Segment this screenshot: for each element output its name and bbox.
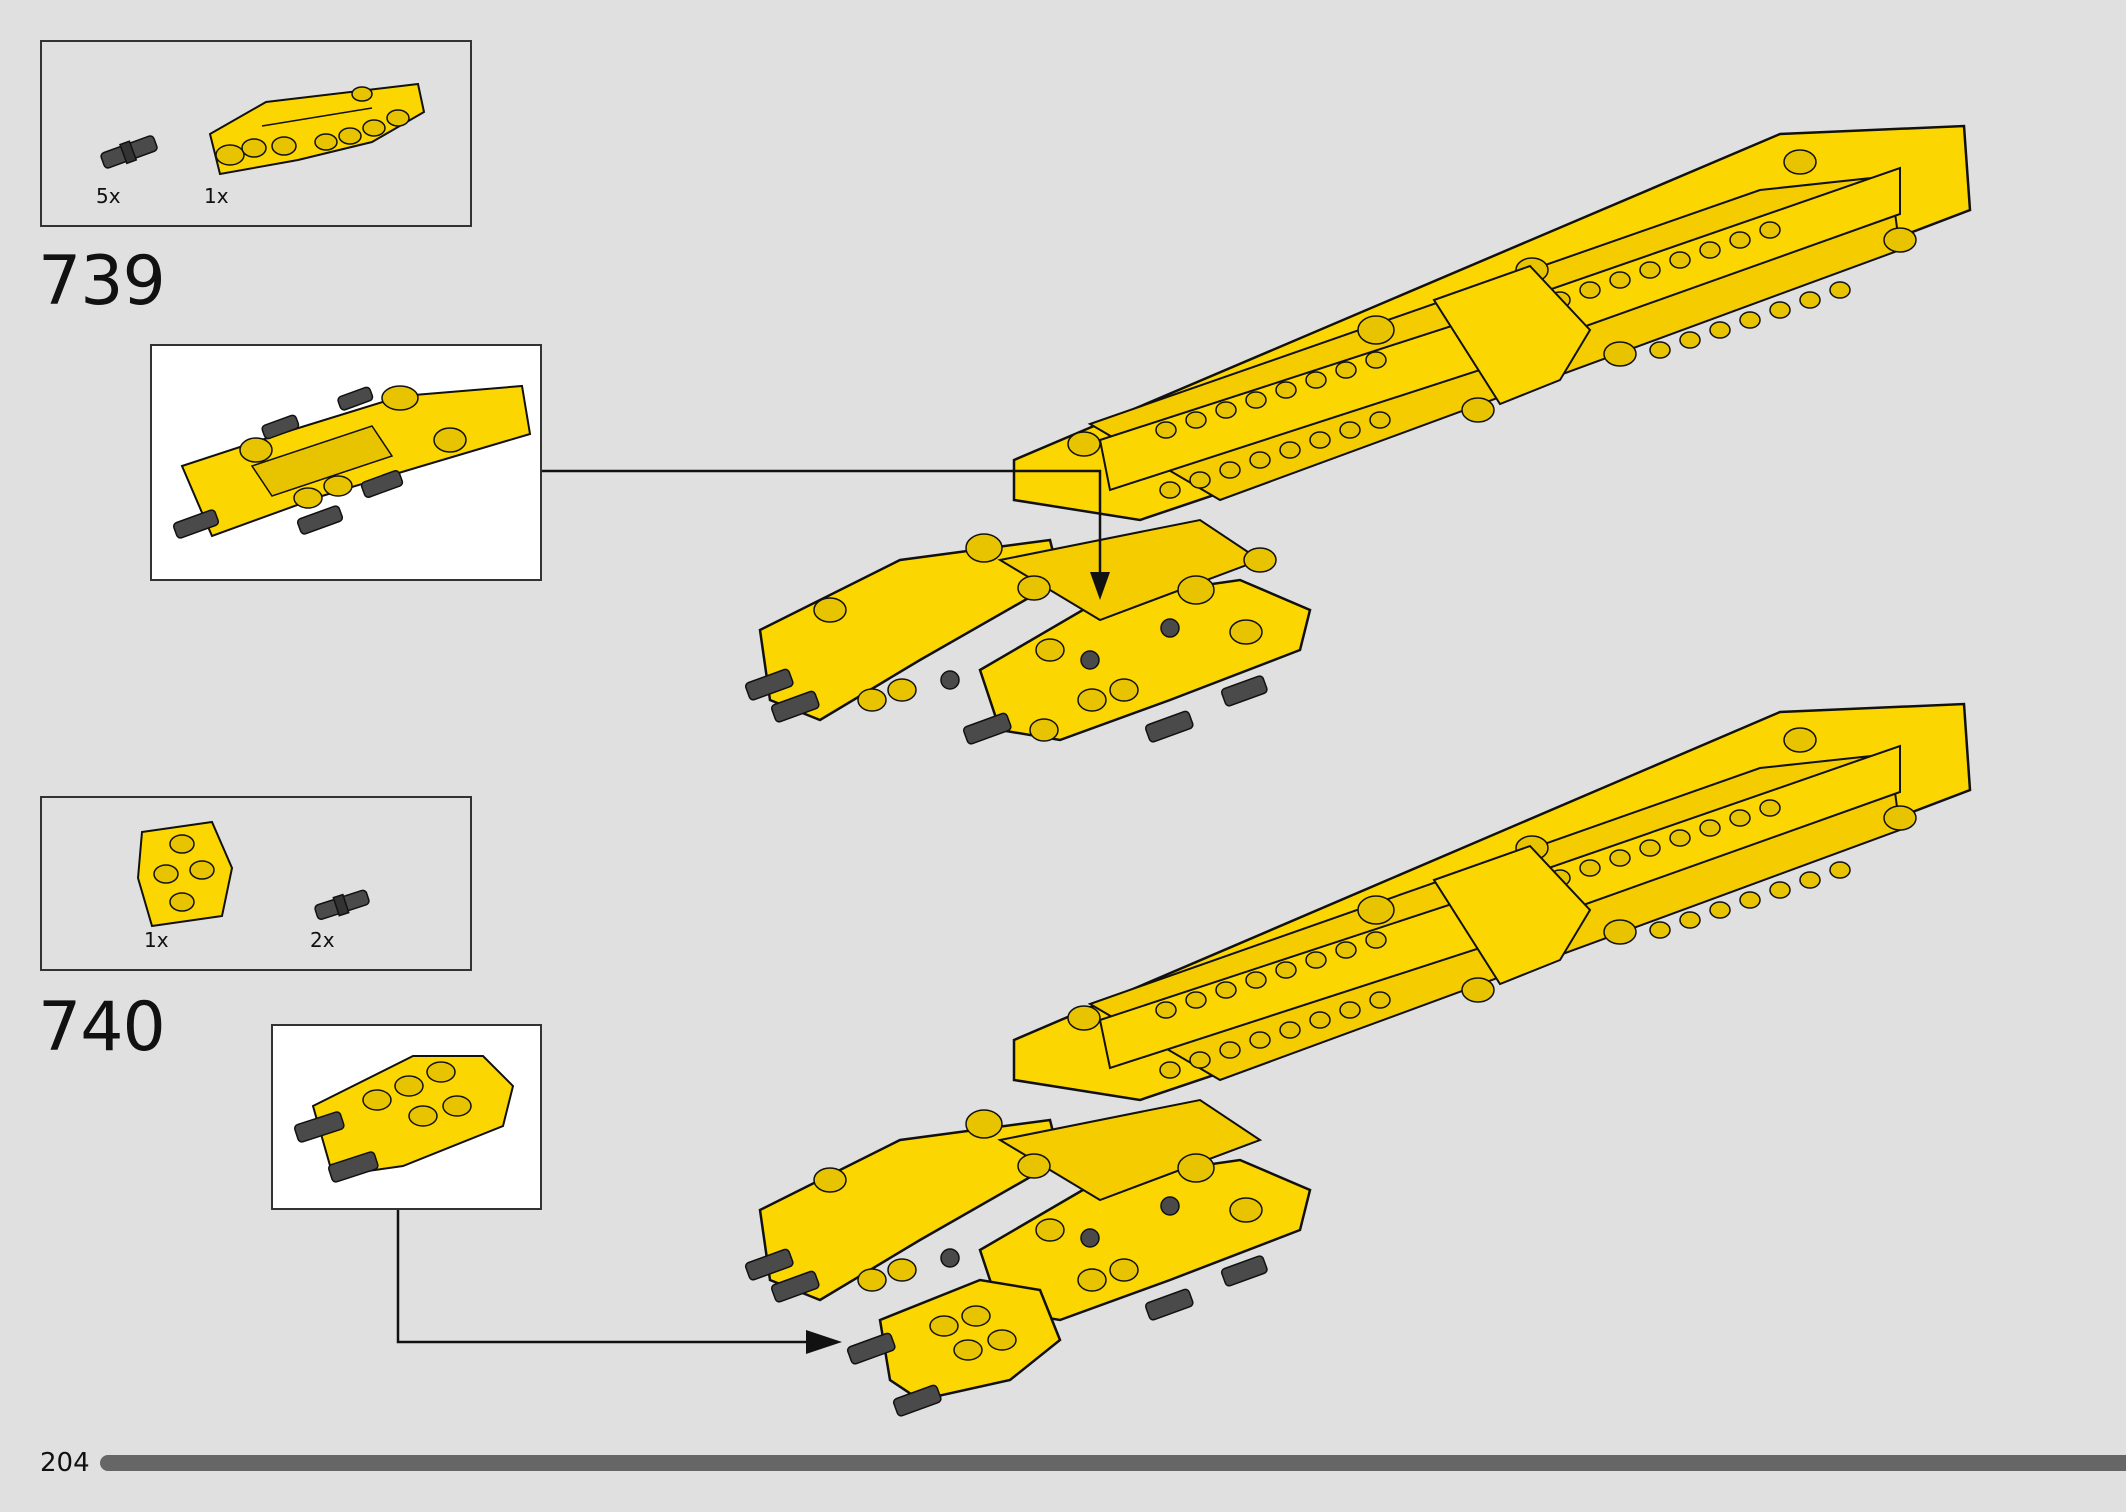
parts-list-art-739	[100, 82, 426, 176]
sub-assembly-callout-740	[271, 1024, 542, 1210]
step-number: 740	[38, 988, 166, 1067]
part-qty: 1x	[144, 928, 169, 952]
arrowhead-icon	[806, 1330, 842, 1354]
arrowhead-icon	[1090, 572, 1110, 600]
black-pin-icon	[314, 889, 370, 920]
page-progress-bar	[100, 1455, 2126, 1471]
parts-list-box-739: 5x 1x	[40, 40, 472, 227]
parts-list-art-740	[136, 820, 370, 928]
page-number: 204	[40, 1448, 90, 1478]
callout-pointer-arrow-740	[396, 1210, 814, 1344]
part-qty: 1x	[204, 184, 229, 208]
sub-assembly-art-739	[172, 384, 532, 539]
sub-assembly-callout-739	[150, 344, 542, 581]
callout-pointer-arrow-739	[542, 469, 1102, 580]
black-pin-icon	[100, 135, 158, 169]
sub-assembly-art-740	[293, 1055, 515, 1183]
part-qty: 2x	[310, 928, 335, 952]
step-number: 739	[38, 242, 166, 321]
part-qty: 5x	[96, 184, 121, 208]
yellow-cross-block-icon	[136, 820, 234, 928]
parts-list-box-740: 1x 2x	[40, 796, 472, 971]
yellow-panel-icon	[208, 82, 426, 176]
